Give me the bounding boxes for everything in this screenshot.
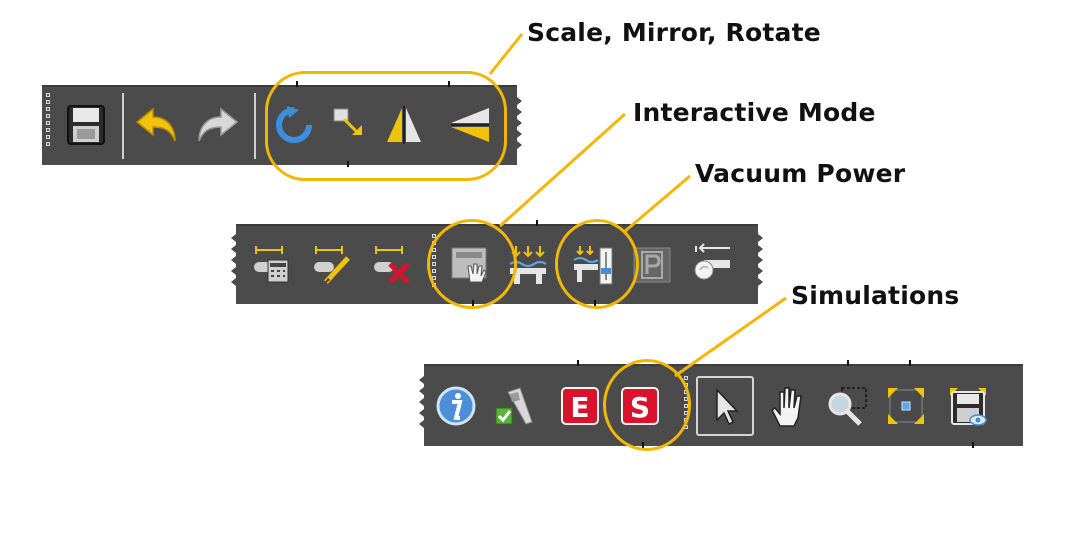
select-arrow-button[interactable] (696, 376, 754, 436)
redo-icon (198, 107, 239, 142)
highlight-scale-mirror-rotate (265, 71, 507, 181)
toolbar-edge (231, 234, 237, 289)
print-preview-button[interactable] (944, 378, 992, 434)
undo-icon (135, 107, 176, 142)
zoom-fit-button[interactable] (882, 378, 930, 434)
tick-mark (577, 360, 579, 366)
toolbar-separator (122, 93, 124, 159)
mirror-vertical-icon (387, 106, 421, 144)
callout-interactive-mode: Interactive Mode (633, 98, 876, 127)
callout-vacuum-power: Vacuum Power (695, 159, 906, 188)
scale-button[interactable] (326, 97, 374, 153)
zoom-fit-icon (888, 388, 924, 424)
print-preview-icon (950, 388, 987, 426)
tool-retract-button[interactable] (688, 236, 736, 292)
toolbar-grip[interactable] (46, 93, 52, 149)
tick-mark (972, 442, 974, 448)
dimension-edit-button[interactable] (308, 236, 356, 292)
dimension-calculator-icon (254, 246, 289, 283)
dimension-delete-icon (374, 246, 410, 284)
dimension-edit-icon (314, 246, 350, 284)
scale-icon (333, 108, 362, 135)
save-button[interactable] (62, 97, 110, 153)
zoom-window-button[interactable] (824, 378, 872, 434)
parking-button[interactable] (628, 236, 676, 292)
redo-button[interactable] (192, 97, 240, 153)
tick-mark (909, 360, 911, 366)
toolbar-edge (758, 234, 764, 289)
info-icon (436, 386, 476, 426)
toolbar-view: E S (419, 360, 1023, 448)
zoom-window-icon (828, 387, 867, 426)
tick-mark (536, 220, 538, 226)
pan-hand-icon (771, 387, 802, 427)
simulation-e-icon: E (561, 387, 599, 425)
toolbar-separator (254, 93, 256, 159)
tool-retract-icon (694, 243, 730, 280)
highlight-interactive-mode (427, 219, 517, 309)
info-button[interactable] (432, 378, 480, 434)
toolbar-edge (419, 376, 425, 431)
highlight-simulations (603, 359, 691, 451)
tool-check-icon (495, 387, 533, 425)
dimension-delete-button[interactable] (368, 236, 416, 292)
tool-check-button[interactable] (490, 378, 538, 434)
tick-mark (847, 360, 849, 366)
dimension-calculator-button[interactable] (248, 236, 296, 292)
parking-icon (633, 247, 671, 283)
highlight-vacuum-power (555, 219, 639, 309)
simulation-e-label: E (570, 391, 589, 424)
callout-simulations: Simulations (791, 281, 960, 310)
callout-scale-mirror-rotate: Scale, Mirror, Rotate (527, 18, 821, 47)
mirror-horizontal-button[interactable] (446, 97, 494, 153)
leader-scale-mirror-rotate (488, 33, 524, 75)
pan-hand-button[interactable] (762, 378, 810, 434)
tick-mark (347, 161, 349, 167)
undo-button[interactable] (134, 97, 182, 153)
mirror-vertical-button[interactable] (380, 97, 428, 153)
select-arrow-icon (716, 388, 739, 426)
tick-mark (448, 81, 450, 87)
save-icon (67, 105, 105, 145)
mirror-horizontal-icon (451, 108, 489, 142)
simulation-e-button[interactable]: E (556, 378, 604, 434)
toolbar-edge (517, 97, 523, 152)
